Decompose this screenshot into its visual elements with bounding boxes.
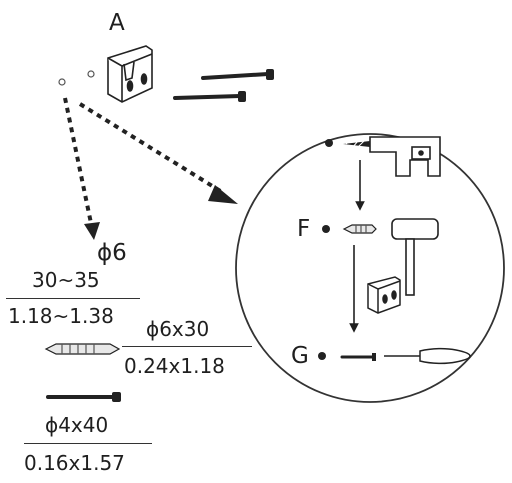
screw-icon [173, 91, 246, 102]
drill-depth-mm: 30~35 [32, 268, 100, 292]
screw-icon [46, 392, 121, 402]
fraction-rule [24, 443, 152, 444]
bracket-icon [367, 276, 401, 314]
fraction-rule [6, 298, 140, 299]
drill-bit-icon [343, 139, 370, 149]
screw-size-mm: ϕ4x40 [45, 413, 109, 437]
screw-icon [340, 353, 376, 361]
drill-icon [369, 136, 441, 177]
drill-diameter-label: ϕ6 [97, 240, 127, 266]
detail-circle [235, 133, 505, 403]
screw-size-in: 0.16x1.57 [24, 451, 125, 475]
dotted-arrow-right [78, 102, 238, 204]
anchor-size-mm: ϕ6x30 [146, 317, 210, 341]
dotted-arrow-down [63, 97, 100, 240]
wall-anchor-icon [342, 224, 377, 234]
hole-marker [87, 70, 95, 78]
bracket-icon [107, 45, 153, 103]
screwdriver-icon [384, 347, 471, 365]
drill-depth-in: 1.18~1.38 [8, 304, 114, 328]
hole-marker [58, 78, 66, 86]
hammer-icon [391, 218, 439, 296]
anchor-size-in: 0.24x1.18 [124, 354, 225, 378]
fraction-rule [122, 346, 252, 347]
bullet-dot [318, 352, 326, 360]
bullet-dot [325, 139, 333, 147]
label-f: F [297, 216, 311, 242]
wall-anchor-icon [44, 343, 121, 355]
label-g: G [291, 343, 309, 369]
bullet-dot [322, 225, 330, 233]
label-a: A [109, 10, 125, 36]
screw-icon [201, 69, 274, 80]
